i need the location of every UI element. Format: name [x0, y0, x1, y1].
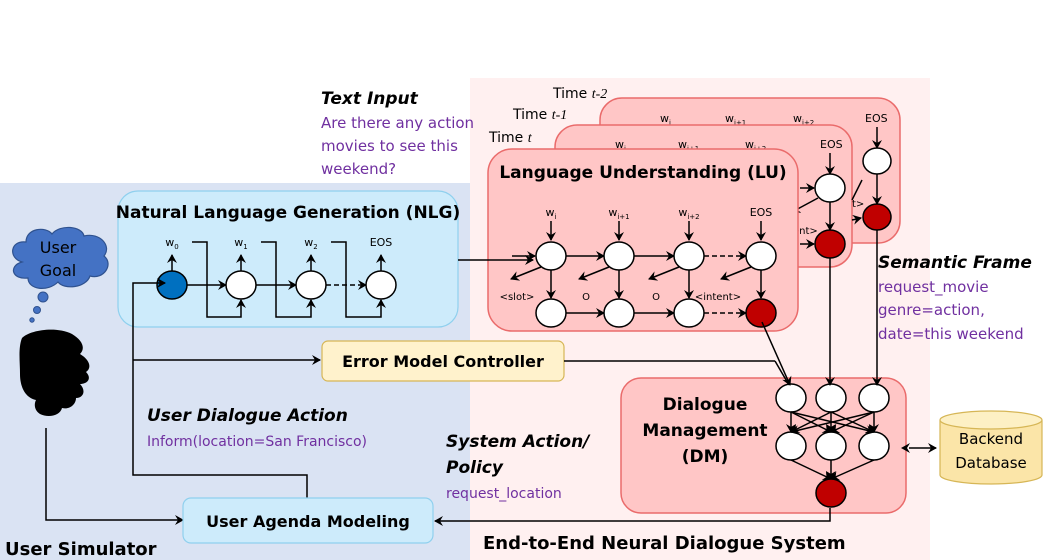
- nlg-feedback-arrow: [331, 241, 386, 318]
- lu-t1-intent-node: [814, 229, 846, 259]
- lu-t2-node: [862, 147, 892, 175]
- nlg-feedback-arrow: [261, 241, 316, 318]
- lu-tag-arrow: [720, 266, 752, 281]
- database-line-2: Database: [955, 454, 1027, 472]
- lu-tag-arrow: [578, 266, 610, 281]
- system-title: End-to-End Neural Dialogue System: [483, 533, 846, 554]
- lu-input-label: wi+1: [608, 206, 629, 221]
- dm-connection-arrow: [830, 411, 875, 434]
- nlg-output-label: w0: [165, 236, 178, 251]
- user-dialogue-action-heading: User Dialogue Action: [147, 406, 348, 426]
- lu-input-label: wi+2: [678, 206, 699, 221]
- dm-line-2: Management: [642, 421, 767, 441]
- lu-hidden-node: [745, 241, 777, 271]
- semantic-frame-line-1: request_movie: [878, 278, 989, 297]
- user-dialogue-action-value: Inform(location=San Francisco): [147, 434, 367, 450]
- nlg-panel: Natural Language Generation (NLG) w0 w1 w2…: [116, 190, 460, 328]
- error-model-controller-label: Error Model Controller: [342, 352, 544, 371]
- error-to-dm-arrow: [774, 360, 790, 386]
- system-action-heading-2: Policy: [446, 458, 504, 478]
- semantic-frame-line-3: date=this weekend: [878, 325, 1024, 343]
- user-head-icon: [19, 329, 90, 416]
- user-to-agenda-arrow: [45, 428, 184, 525]
- lu-t1-tag: ent>: [793, 226, 818, 237]
- user-agenda-modeling-label: User Agenda Modeling: [206, 512, 410, 531]
- lu-intent-node: [745, 298, 777, 328]
- lu-t2-eos: EOS: [865, 112, 888, 125]
- time-label-t-2: Time t-2: [552, 86, 607, 102]
- user-agenda-modeling-box[interactable]: [182, 497, 434, 544]
- lu-t1-node: [814, 173, 846, 203]
- agenda-to-nlg-line: [132, 278, 308, 498]
- nlg-output-label: w2: [304, 236, 317, 251]
- dm-output-arrow: [830, 459, 875, 481]
- system-action-heading-1: System Action/: [446, 432, 591, 452]
- user-goal-line-2: Goal: [40, 261, 76, 280]
- lu-tag-label: <intent>: [695, 292, 741, 303]
- lu-tag-label: O: [652, 292, 660, 303]
- user-goal-line-1: User: [40, 238, 77, 257]
- time-label-t: Time t: [488, 130, 533, 146]
- dm-layer1-node: [858, 383, 890, 413]
- lu-tag-arrow: [648, 266, 680, 281]
- nlg-node: [365, 270, 397, 300]
- text-input-heading: Text Input: [321, 89, 419, 109]
- dm-line-3: (DM): [682, 447, 729, 467]
- lu-panel-t: Language Understanding (LU) wi <slot> wi+1…: [487, 148, 799, 332]
- lu-output-node: [603, 298, 635, 328]
- lu-input-label: EOS: [750, 206, 773, 219]
- lu-input-label: wi: [546, 206, 557, 221]
- lu-hidden-node: [535, 241, 567, 271]
- lu-tag-arrow: [510, 266, 542, 281]
- user-simulator-title: User Simulator: [5, 539, 157, 560]
- lu-t2-input-2: wi+1: [725, 112, 746, 127]
- lu-t2-input-1: wi: [660, 112, 671, 127]
- nlg-output-label: EOS: [370, 236, 393, 249]
- semantic-frame-line-2: genre=action,: [878, 301, 985, 319]
- nlg-node: [156, 270, 188, 300]
- backend-database-icon[interactable]: Backend Database: [939, 410, 1043, 485]
- lu-t2-intent-node: [862, 203, 892, 231]
- lu-t1-eos: EOS: [820, 138, 843, 151]
- nlg-node: [225, 270, 257, 300]
- system-action-value: request_location: [446, 486, 562, 502]
- lu-t2-tag: t>: [852, 199, 864, 210]
- nlg-feedback-arrow: [192, 241, 246, 318]
- dm-layer2-node: [858, 431, 890, 461]
- lu-hidden-node: [673, 241, 705, 271]
- text-input-line-1: Are there any action: [321, 114, 474, 132]
- nlg-output-label: w1: [234, 236, 247, 251]
- database-line-1: Backend: [959, 430, 1023, 448]
- text-input-line-3: weekend?: [321, 160, 396, 178]
- nlg-node: [295, 270, 327, 300]
- lu-output-node: [673, 298, 705, 328]
- time-label-t-1: Time t-1: [512, 107, 567, 123]
- dm-layer1-node: [815, 383, 847, 413]
- text-input-line-2: movies to see this: [321, 137, 458, 155]
- user-goal-cloud: User Goal: [12, 226, 109, 323]
- dm-output-arrow: [790, 459, 832, 481]
- lu-t-to-dm-line: [761, 321, 792, 386]
- dm-line-1: Dialogue: [663, 395, 748, 415]
- dm-connection-arrow: [790, 411, 875, 435]
- dm-output-node: [815, 478, 847, 508]
- dm-layer2-node: [775, 431, 807, 461]
- nlg-title: Natural Language Generation (NLG): [116, 203, 460, 223]
- dm-layer1-node: [775, 383, 807, 413]
- lu-tag-label: <slot>: [500, 292, 535, 303]
- dm-layer2-node: [815, 431, 847, 461]
- dm-to-agenda-arrow: [434, 508, 831, 526]
- lu-output-node: [535, 298, 567, 328]
- lu-tag-label: O: [582, 292, 590, 303]
- lu-hidden-node: [603, 241, 635, 271]
- lu-title: Language Understanding (LU): [499, 163, 786, 183]
- dm-panel: Dialogue Management (DM): [620, 377, 907, 514]
- semantic-frame-heading: Semantic Frame: [878, 253, 1032, 273]
- lu-t2-input-3: wi+2: [793, 112, 814, 127]
